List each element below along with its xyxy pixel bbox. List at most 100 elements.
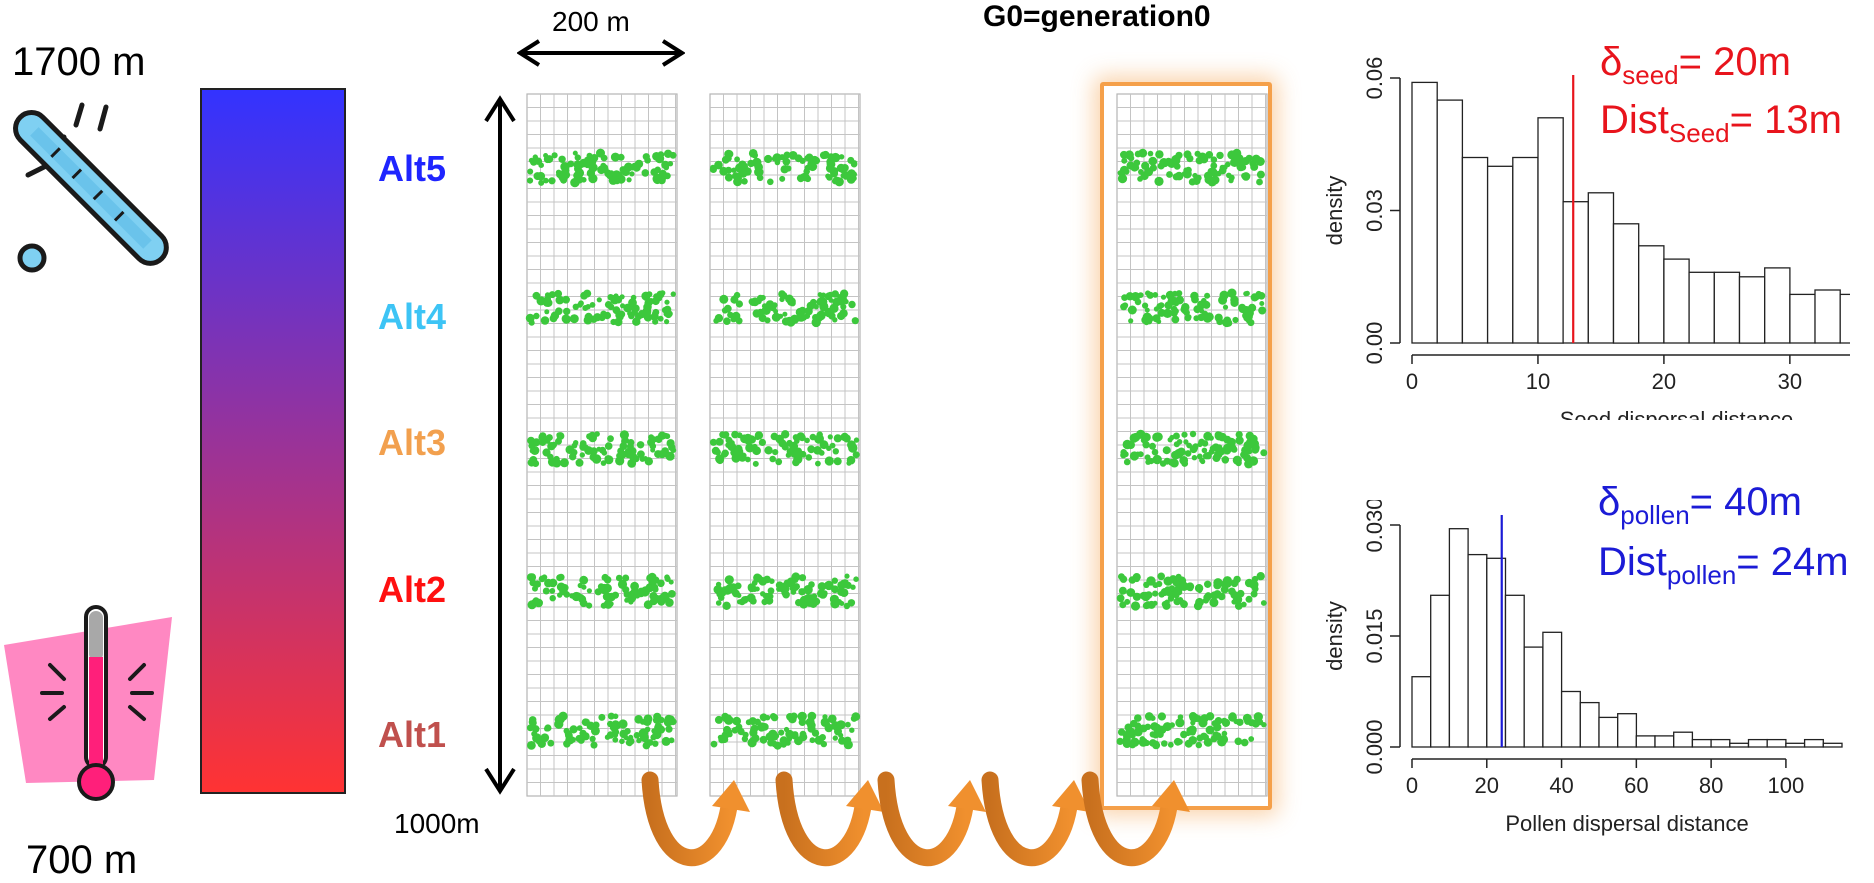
histogram-bar — [1691, 738, 1712, 748]
histogram-bar — [1598, 716, 1619, 748]
altitude-label-alt3: Alt3 — [378, 422, 447, 463]
y-tick-label: 0.00 — [1362, 322, 1387, 365]
seed-dist-sub: Seed — [1668, 118, 1730, 148]
histogram-bar — [1803, 738, 1824, 748]
height-label: 1000m — [394, 808, 480, 839]
histogram-bar — [1461, 156, 1489, 344]
y-axis-label: density — [1322, 176, 1347, 246]
elevation-top-label: 1700 m — [12, 40, 146, 84]
x-tick-label: 30 — [1778, 369, 1802, 394]
altitude-label-alt4: Alt4 — [378, 296, 447, 337]
x-tick-label: 10 — [1526, 369, 1550, 394]
plant-band — [526, 711, 677, 750]
histogram-bar — [1486, 165, 1514, 344]
histogram-bar — [1579, 701, 1600, 748]
x-tick-label: 80 — [1699, 773, 1723, 798]
x-axis-label: Seed dispersal distance — [1560, 407, 1794, 420]
histogram-bar — [1560, 690, 1581, 748]
histogram-bar — [1612, 223, 1640, 344]
plant-band — [526, 572, 676, 610]
histogram-bar — [1839, 293, 1850, 344]
histogram-bar — [1411, 81, 1438, 344]
seed-delta-param: δseed= 20m — [1600, 40, 1791, 97]
x-tick-label: 100 — [1768, 773, 1805, 798]
plant-band — [527, 430, 677, 468]
histogram-bar — [1542, 631, 1563, 748]
x-tick-label: 20 — [1652, 369, 1676, 394]
generation-arrow — [981, 771, 1090, 866]
histogram-bar — [1537, 117, 1564, 344]
y-tick-label: 0.000 — [1362, 719, 1387, 774]
plant-band — [1117, 148, 1265, 187]
plant-band — [713, 572, 859, 610]
altitude-label-alt5: Alt5 — [378, 148, 447, 189]
x-tick-label: 0 — [1406, 773, 1418, 798]
seed-delta-value: = 20m — [1678, 40, 1791, 84]
histogram-bar — [1562, 201, 1589, 344]
y-tick-label: 0.06 — [1362, 57, 1387, 100]
seed-dist-value: = 13m — [1729, 98, 1842, 142]
histogram-bar — [1713, 271, 1741, 344]
x-tick-label: 40 — [1549, 773, 1573, 798]
histogram-bar — [1673, 731, 1694, 748]
x-tick-label: 60 — [1624, 773, 1648, 798]
plant-band — [525, 289, 676, 327]
histogram-bar — [1617, 713, 1638, 748]
pollen-delta-sub: pollen — [1620, 500, 1690, 530]
seed-delta-sub: seed — [1622, 60, 1679, 90]
width-label: 200 m — [552, 6, 630, 37]
pollen-dist-value: = 24m — [1736, 540, 1849, 584]
pollen-dist-sub: pollen — [1666, 560, 1737, 590]
y-tick-label: 0.03 — [1362, 189, 1387, 232]
plant-band — [526, 148, 677, 188]
histogram-bar — [1411, 676, 1432, 748]
width-double-arrow — [517, 39, 685, 67]
histogram-bar — [1688, 271, 1715, 344]
plant-band — [1116, 712, 1267, 750]
y-tick-label: 0.015 — [1362, 608, 1387, 663]
histogram-bar — [1654, 735, 1675, 748]
histogram-bar — [1729, 742, 1750, 748]
plant-band — [1120, 429, 1268, 469]
generation-arrow — [641, 771, 750, 866]
pollen-dist-symbol: Dist — [1598, 540, 1667, 584]
x-axis-label: Pollen dispersal distance — [1505, 811, 1748, 836]
generation-arrow — [775, 771, 884, 866]
histogram-bar — [1448, 528, 1469, 748]
histogram-bar — [1512, 156, 1539, 344]
generation-arrow — [877, 771, 986, 866]
generation-arrow — [1081, 771, 1190, 866]
histogram-bar — [1738, 276, 1766, 344]
histogram-bar — [1710, 738, 1731, 748]
x-tick-label: 20 — [1475, 773, 1499, 798]
seed-dist-symbol: Dist — [1600, 98, 1669, 142]
plant-band — [1120, 288, 1267, 328]
histogram-bar — [1789, 293, 1816, 344]
y-tick-label: 0.030 — [1362, 500, 1387, 553]
histogram-bar — [1523, 646, 1544, 748]
histogram-bar — [1638, 245, 1665, 344]
temperature-gradient-bar — [200, 88, 346, 794]
generation-title: G0=generation0 — [983, 0, 1211, 33]
histogram-bar — [1747, 738, 1768, 748]
elevation-bottom-label: 700 m — [26, 838, 138, 882]
landscape-grid — [1116, 93, 1268, 797]
cold-thermometer-icon — [13, 102, 169, 273]
seed-delta-symbol: δ — [1600, 40, 1623, 84]
histogram-bar — [1663, 258, 1690, 344]
histogram-bar — [1467, 553, 1488, 748]
height-double-arrow — [484, 95, 516, 795]
seed-dist-param: DistSeed= 13m — [1600, 98, 1842, 155]
histogram-bar — [1764, 267, 1791, 344]
histogram-bar — [1436, 99, 1464, 344]
plant-band — [713, 289, 859, 328]
pollen-delta-symbol: δ — [1598, 480, 1621, 524]
histogram-bar — [1504, 594, 1525, 748]
altitude-label-alt1: Alt1 — [378, 714, 447, 755]
altitude-label-alt2: Alt2 — [378, 569, 447, 610]
landscape-grid — [525, 93, 678, 797]
histogram-bar — [1766, 738, 1787, 748]
